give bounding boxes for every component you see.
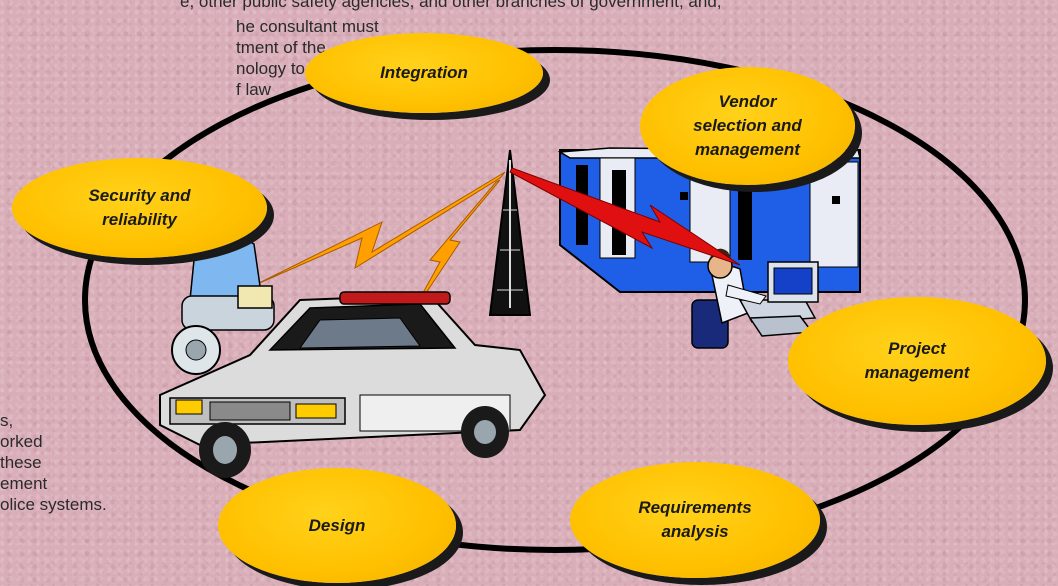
radio-tower-icon <box>488 149 532 316</box>
orange-bolt-officer <box>254 171 506 286</box>
node-security-reliability: Security and reliability <box>12 158 267 258</box>
orange-bolt-car <box>407 179 501 321</box>
node-design: Design <box>218 468 456 583</box>
node-integration: Integration <box>305 33 543 113</box>
node-vendor-selection: Vendor selection and management <box>640 67 855 185</box>
background-text-top: e, other public safety agencies, and oth… <box>180 0 722 11</box>
cycle-ring <box>82 47 1028 553</box>
red-link-bolt <box>509 167 741 266</box>
police-car-icon <box>159 291 547 478</box>
node-requirements-analysis: Requirements analysis <box>570 462 820 578</box>
background-text-left-lower: s, orked these ement olice systems. <box>0 411 107 514</box>
node-project-management: Project management <box>788 297 1046 425</box>
